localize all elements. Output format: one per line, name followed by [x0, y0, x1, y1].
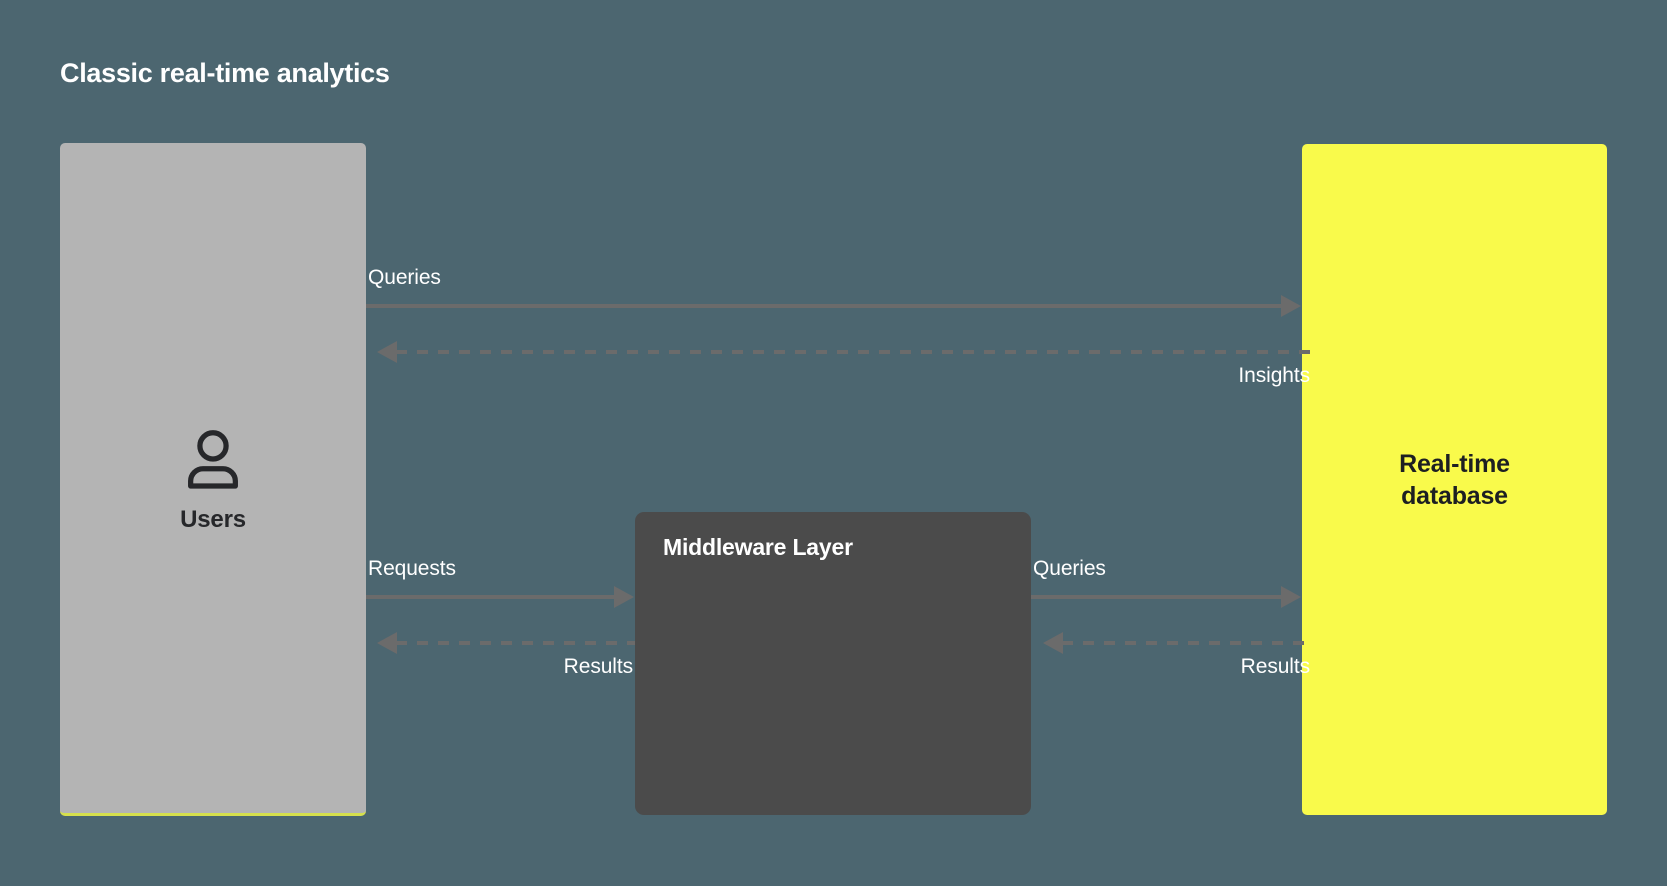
- page-title: Classic real-time analytics: [60, 58, 390, 88]
- node-middleware-label: Middleware Layer: [663, 534, 853, 560]
- edge-label-queries: Queries: [368, 266, 441, 289]
- node-database-label-line2: database: [1401, 481, 1508, 510]
- node-users[interactable]: Users: [60, 143, 366, 816]
- arrowhead-right-icon: [1281, 295, 1301, 317]
- node-users-label: Users: [180, 506, 246, 533]
- node-database-label-line1: Real-time: [1399, 449, 1510, 478]
- arrowhead-right-icon: [1281, 586, 1301, 608]
- edge-line-dashed: [1062, 641, 1312, 645]
- arrowhead-left-icon: [377, 341, 397, 363]
- user-icon: [188, 430, 238, 489]
- edge-line-dashed: [396, 350, 1312, 354]
- edge-line-solid: [366, 304, 1282, 308]
- edge-label-queries: Queries: [1033, 557, 1106, 580]
- node-middleware[interactable]: Middleware Layer: [635, 512, 1031, 815]
- edge-line-solid: [366, 595, 615, 599]
- arrowhead-left-icon: [1043, 632, 1063, 654]
- edge-label-requests: Requests: [368, 557, 456, 580]
- edge-line-dashed: [396, 641, 635, 645]
- arrowhead-left-icon: [377, 632, 397, 654]
- edge-label-insights: Insights: [1238, 364, 1310, 387]
- node-database-label: Real-time database: [1399, 448, 1510, 512]
- arrowhead-right-icon: [614, 586, 634, 608]
- edge-label-results: Results: [1240, 655, 1310, 678]
- edge-line-solid: [1031, 595, 1282, 599]
- edge-label-results: Results: [563, 655, 633, 678]
- node-database[interactable]: Real-time database: [1302, 144, 1607, 815]
